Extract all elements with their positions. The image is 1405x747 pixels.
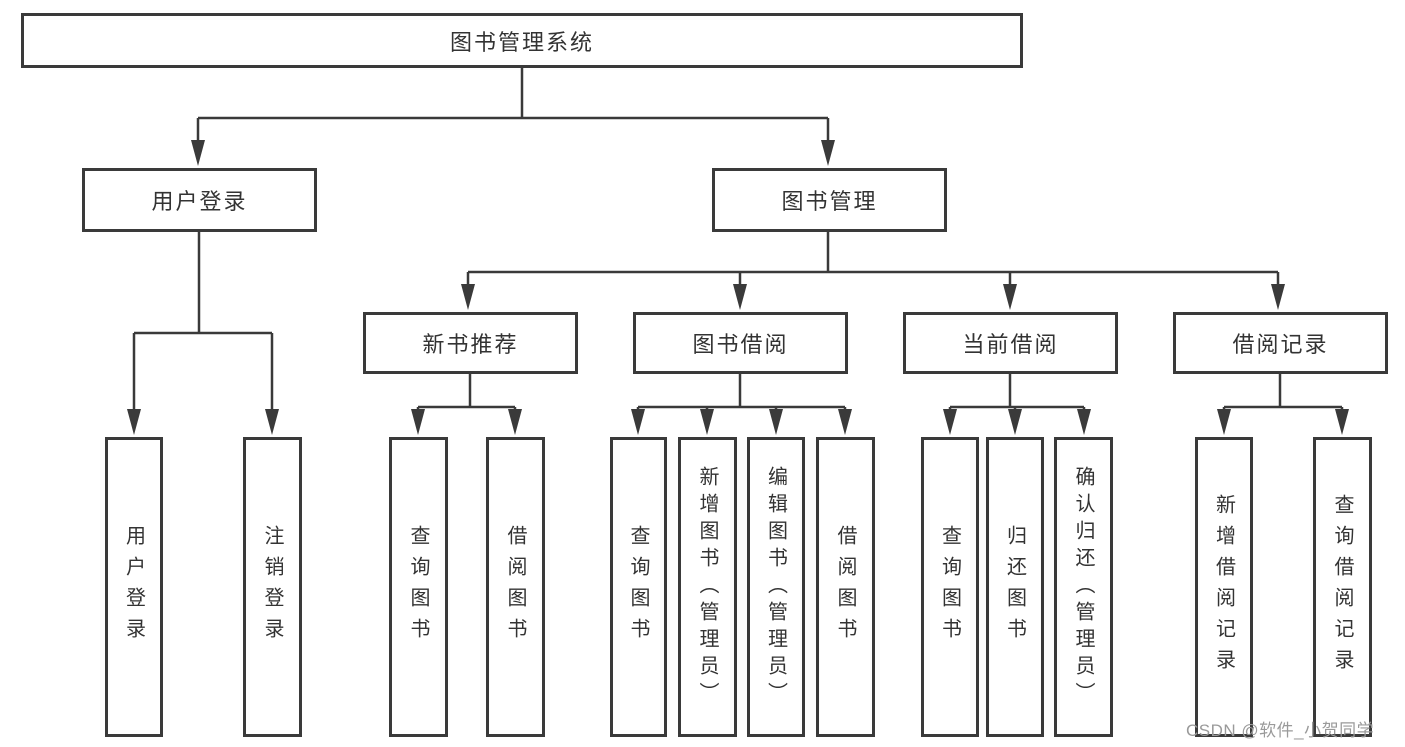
- leaf-logout-login: 注销登录: [243, 437, 302, 737]
- leaf-cb-query-book: 查询图书: [921, 437, 979, 737]
- node-borrow-record: 借阅记录: [1173, 312, 1388, 374]
- leaf-bb-edit-book-admin: 编辑图书（管理员）: [747, 437, 805, 737]
- leaf-br-add-record: 新增借阅记录: [1195, 437, 1253, 737]
- leaf-br-query-record: 查询借阅记录: [1313, 437, 1372, 737]
- leaf-nb-borrow-book: 借阅图书: [486, 437, 545, 737]
- node-book-borrow: 图书借阅: [633, 312, 848, 374]
- leaf-user-login: 用户登录: [105, 437, 163, 737]
- node-book-management: 图书管理: [712, 168, 947, 232]
- leaf-bb-add-book-admin: 新增图书（管理员）: [678, 437, 737, 737]
- watermark: CSDN @软件_小贺同学: [1186, 721, 1375, 740]
- arrowhead-icons: [127, 140, 1349, 435]
- node-current-borrow: 当前借阅: [903, 312, 1118, 374]
- leaf-nb-query-book: 查询图书: [389, 437, 448, 737]
- node-new-book-recommend: 新书推荐: [363, 312, 578, 374]
- node-root-system: 图书管理系统: [21, 13, 1023, 68]
- leaf-bb-query-book: 查询图书: [610, 437, 667, 737]
- leaf-cb-return-book: 归还图书: [986, 437, 1044, 737]
- leaf-cb-confirm-return-admin: 确认归还（管理员）: [1054, 437, 1113, 737]
- leaf-bb-borrow-book: 借阅图书: [816, 437, 875, 737]
- node-user-login: 用户登录: [82, 168, 317, 232]
